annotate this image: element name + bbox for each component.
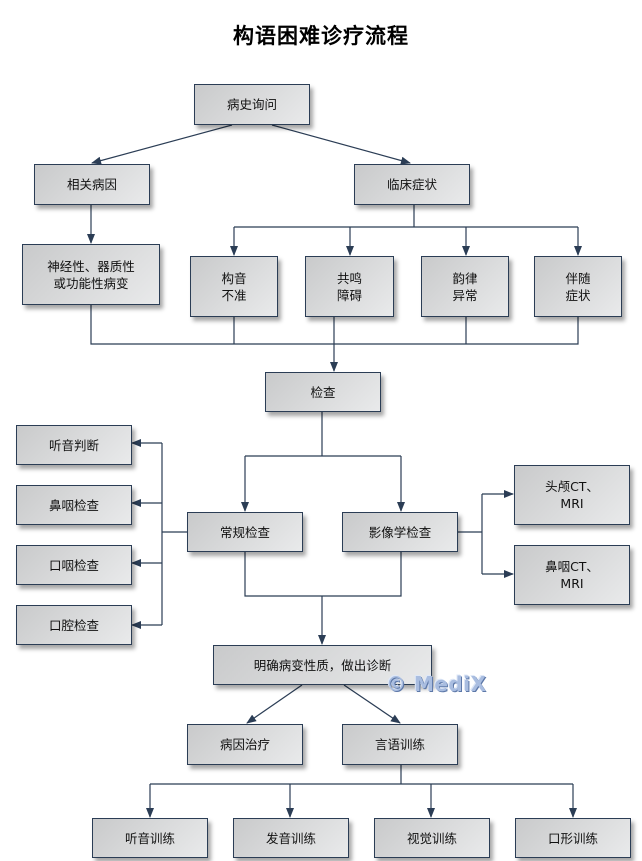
node-nasopharynx-ct-mri[interactable]: 鼻咽CT、 MRI [514,545,630,605]
arrow-to-speech-training [343,684,401,724]
connector-clinical-symptoms-bus [234,205,578,228]
node-accompanying[interactable]: 伴随 症状 [534,256,622,317]
node-hearing-judgement[interactable]: 听音判断 [16,425,132,465]
connector-training-bus [150,765,573,785]
node-mouth-shape-training[interactable]: 口形训练 [515,818,631,858]
connector-routine-bus [161,443,187,625]
connector-imaging-bus [457,494,483,574]
node-routine-exam[interactable]: 常规检查 [187,512,303,552]
node-diagnosis[interactable]: 明确病变性质，做出诊断 [213,645,432,685]
node-articulation[interactable]: 构音 不准 [190,256,278,317]
node-lesion-types[interactable]: 神经性、器质性 或功能性病变 [22,244,160,305]
node-oropharynx-exam[interactable]: 口咽检查 [16,545,132,585]
node-imaging-exam[interactable]: 影像学检查 [342,512,458,552]
node-related-causes[interactable]: 相关病因 [34,164,150,205]
diagram-title: 构语困难诊疗流程 [233,24,409,48]
medix-watermark: © MediX [386,672,487,696]
node-visual-training[interactable]: 视觉训练 [374,818,490,858]
node-pronunciation-training[interactable]: 发音训练 [233,818,349,858]
node-prosody[interactable]: 韵律 异常 [421,256,509,317]
node-listening-training[interactable]: 听音训练 [92,818,208,858]
connector-diagnosis-merge [244,552,402,597]
arrow-history-to-clinical-symptoms [271,124,411,165]
node-history[interactable]: 病史询问 [194,84,310,125]
node-examination[interactable]: 检查 [265,372,381,412]
node-nasopharynx-exam[interactable]: 鼻咽检查 [16,485,132,525]
node-head-ct-mri[interactable]: 头颅CT、 MRI [514,465,630,525]
arrow-to-etiology-treatment [246,684,303,724]
connector-exam-split [245,412,401,457]
node-speech-training[interactable]: 言语训练 [342,724,458,765]
node-oral-cavity-exam[interactable]: 口腔检查 [16,605,132,645]
node-clinical-symptoms[interactable]: 临床症状 [354,164,470,205]
node-etiology-treatment[interactable]: 病因治疗 [187,724,303,765]
node-resonance[interactable]: 共鸣 障碍 [305,256,394,317]
arrow-history-to-related-causes [91,124,233,165]
